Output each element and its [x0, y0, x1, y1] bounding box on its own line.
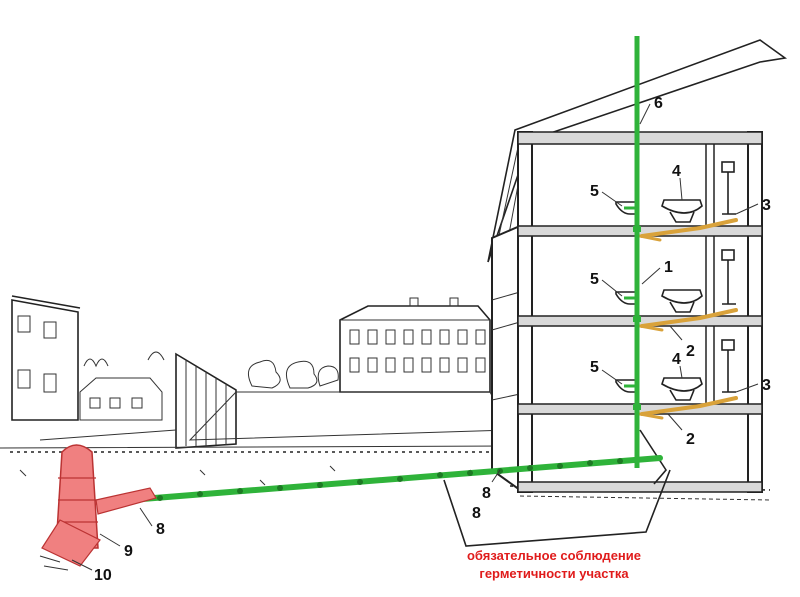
label-5-low: 5 [590, 359, 599, 376]
left-building [11, 295, 81, 421]
toilet-bowl [661, 199, 703, 223]
label-4-low: 4 [672, 351, 681, 368]
leader-lines [71, 103, 759, 571]
sealed-section-outline [443, 469, 671, 547]
label-2-mid: 2 [686, 343, 695, 360]
note-line-2: герметичности участка [479, 566, 629, 581]
background-scene [0, 295, 771, 507]
well-inlet [95, 487, 157, 515]
riser-pipe [624, 36, 641, 468]
outer-wall-right [747, 131, 763, 493]
manhole-well [39, 444, 157, 571]
inner-wall [705, 141, 715, 411]
label-1: 1 [664, 259, 673, 276]
label-5-mid: 5 [590, 271, 599, 288]
trees [247, 359, 339, 389]
well-base [41, 519, 101, 567]
outlet-pipe [101, 455, 663, 505]
label-2-low: 2 [686, 431, 695, 448]
label-8-left: 8 [156, 521, 165, 538]
note-line-1: обязательное соблюдение [467, 548, 641, 563]
fence [175, 352, 237, 449]
label-9: 9 [124, 543, 133, 560]
label-3-low: 3 [762, 377, 771, 394]
sealing-note: обязательное соблюдение герметичности уч… [467, 548, 641, 581]
label-8-trench: 8 [472, 505, 481, 522]
label-8-right: 8 [482, 485, 491, 502]
label-3-top: 3 [762, 197, 771, 214]
branch-pipes [638, 218, 738, 420]
basement-trench [639, 429, 667, 485]
label-6: 6 [654, 95, 663, 112]
label-5-top: 5 [590, 183, 599, 200]
outer-wall-left [517, 131, 533, 493]
basement-floor [517, 481, 763, 493]
label-4-top: 4 [672, 163, 681, 180]
side-wall [491, 224, 521, 492]
roof-slab [517, 131, 763, 145]
bathtub-pipe [721, 161, 736, 215]
background-building [339, 297, 491, 393]
distant-houses [79, 351, 165, 421]
callout-labels: 6 5 4 3 5 1 2 5 4 3 2 8 8 8 9 10 [94, 95, 771, 584]
label-10: 10 [94, 567, 112, 584]
